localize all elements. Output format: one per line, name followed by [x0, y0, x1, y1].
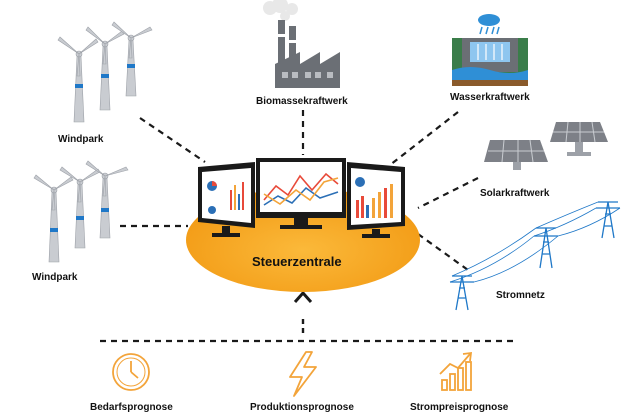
solar-panel-back [550, 121, 608, 156]
windpark-top-label: Windpark [58, 134, 104, 145]
solar-label: Solarkraftwerk [480, 188, 550, 199]
control-center-label: Steuerzentrale [252, 254, 342, 269]
demand-forecast-label: Bedarfsprognose [90, 402, 173, 413]
connector-solar [417, 177, 479, 209]
monitor-left [198, 162, 255, 237]
windpark-bottom-label: Windpark [32, 272, 78, 283]
grid-label: Stromnetz [496, 290, 545, 301]
up-arrow [293, 290, 313, 333]
production-forecast-label: Produktionsprognose [250, 402, 354, 413]
solar-panel-front [484, 139, 548, 170]
connector-hydro [389, 111, 459, 166]
price-forecast-label: Strompreisprognose [410, 402, 509, 413]
biomass-label: Biomassekraftwerk [256, 96, 348, 107]
connector-windpark-top [139, 117, 206, 163]
monitor-center [256, 158, 346, 229]
hydro-label: Wasserkraftwerk [450, 92, 530, 103]
monitor-right [347, 162, 405, 238]
